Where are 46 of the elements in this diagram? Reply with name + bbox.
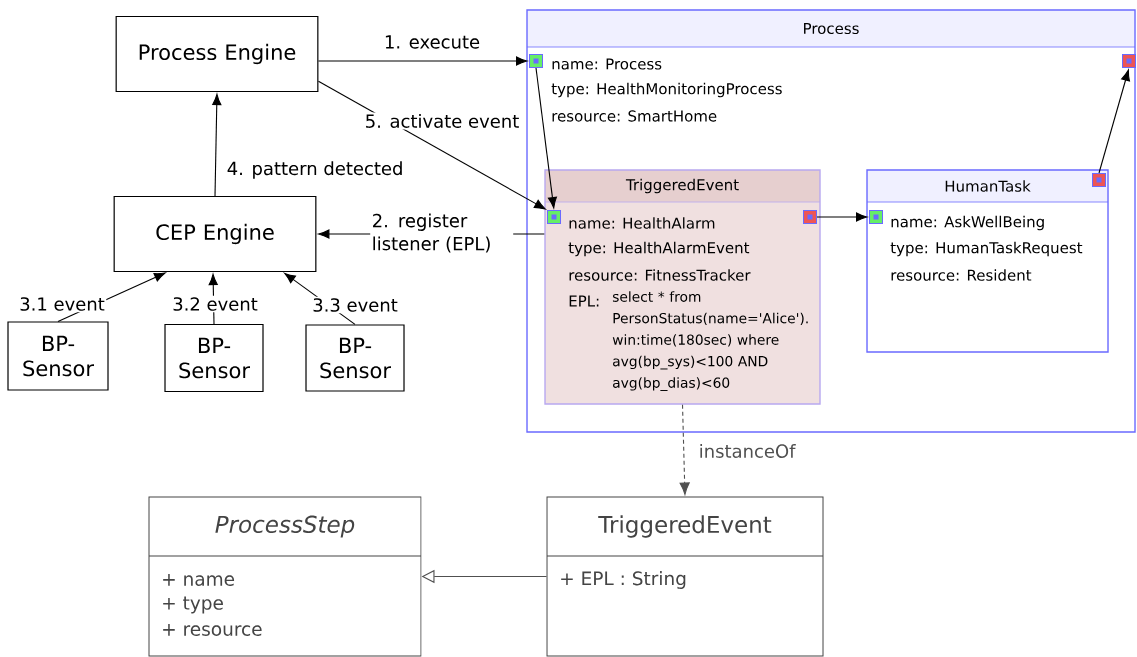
edge-label: 4. pattern detected (225, 159, 405, 181)
edge-label: 3.3 event (310, 296, 400, 314)
attribute-text: name: Process (552, 58, 662, 70)
arrow (212, 93, 222, 197)
process-box: BP-Sensor (7, 321, 109, 391)
process-box: Process Engine (115, 15, 319, 93)
class-name: ProcessStep (215, 515, 355, 538)
arrow (816, 212, 868, 222)
attribute-text: + EPL : String (561, 571, 686, 589)
class-name: TriggeredEvent (598, 515, 772, 538)
attribute-text: resource: Resident (891, 269, 1032, 281)
arrow (317, 56, 528, 66)
attribute-text: type: HumanTaskRequest (890, 241, 1083, 257)
process-box: BP-Sensor (305, 324, 405, 392)
attribute-text: name: HealthAlarm (569, 217, 715, 229)
edge-label: 5. activate event (363, 112, 521, 130)
attribute-text: name: AskWellBeing (891, 215, 1044, 231)
port-square (547, 210, 561, 224)
arrow (679, 404, 690, 495)
header-text: HumanTask (945, 180, 1031, 192)
arrow (317, 80, 546, 210)
process-box: CEP Engine (113, 195, 317, 273)
attribute-text: + name (163, 574, 235, 586)
attribute-text: type: HealthMonitoringProcess (551, 82, 782, 98)
attribute-text: resource: FitnessTracker (569, 269, 751, 281)
port-square (1092, 173, 1106, 187)
attribute-text: resource: SmartHome (552, 110, 717, 122)
port-square (1122, 54, 1136, 68)
port-square (869, 210, 883, 224)
attribute-text: + resource (163, 624, 262, 636)
edge-label: 3.1 event (17, 295, 107, 313)
port-square (803, 210, 817, 224)
process-box: BP-Sensor (164, 323, 264, 393)
header-text: TriggeredEvent (625, 178, 739, 194)
edge-label: 2. register listener (EPL) (370, 212, 514, 255)
edge-label: 1. execute (382, 33, 482, 51)
attribute-text: EPL: (569, 295, 599, 307)
header-text: Process (804, 22, 859, 35)
attribute-text: + type (163, 596, 223, 614)
arrow (535, 67, 557, 209)
port-square (529, 54, 543, 68)
edge-label: instanceOf (697, 442, 797, 460)
attribute-text: type: HealthAlarmEvent (568, 241, 750, 257)
arrow (1098, 69, 1130, 174)
edge-label: 3.2 event (170, 295, 260, 313)
code-text: select * from PersonStatus(name='Alice'). win:time(180sec) where avg(bp_sys)<100 AND avg(bp_dias)<60 (612, 291, 808, 391)
